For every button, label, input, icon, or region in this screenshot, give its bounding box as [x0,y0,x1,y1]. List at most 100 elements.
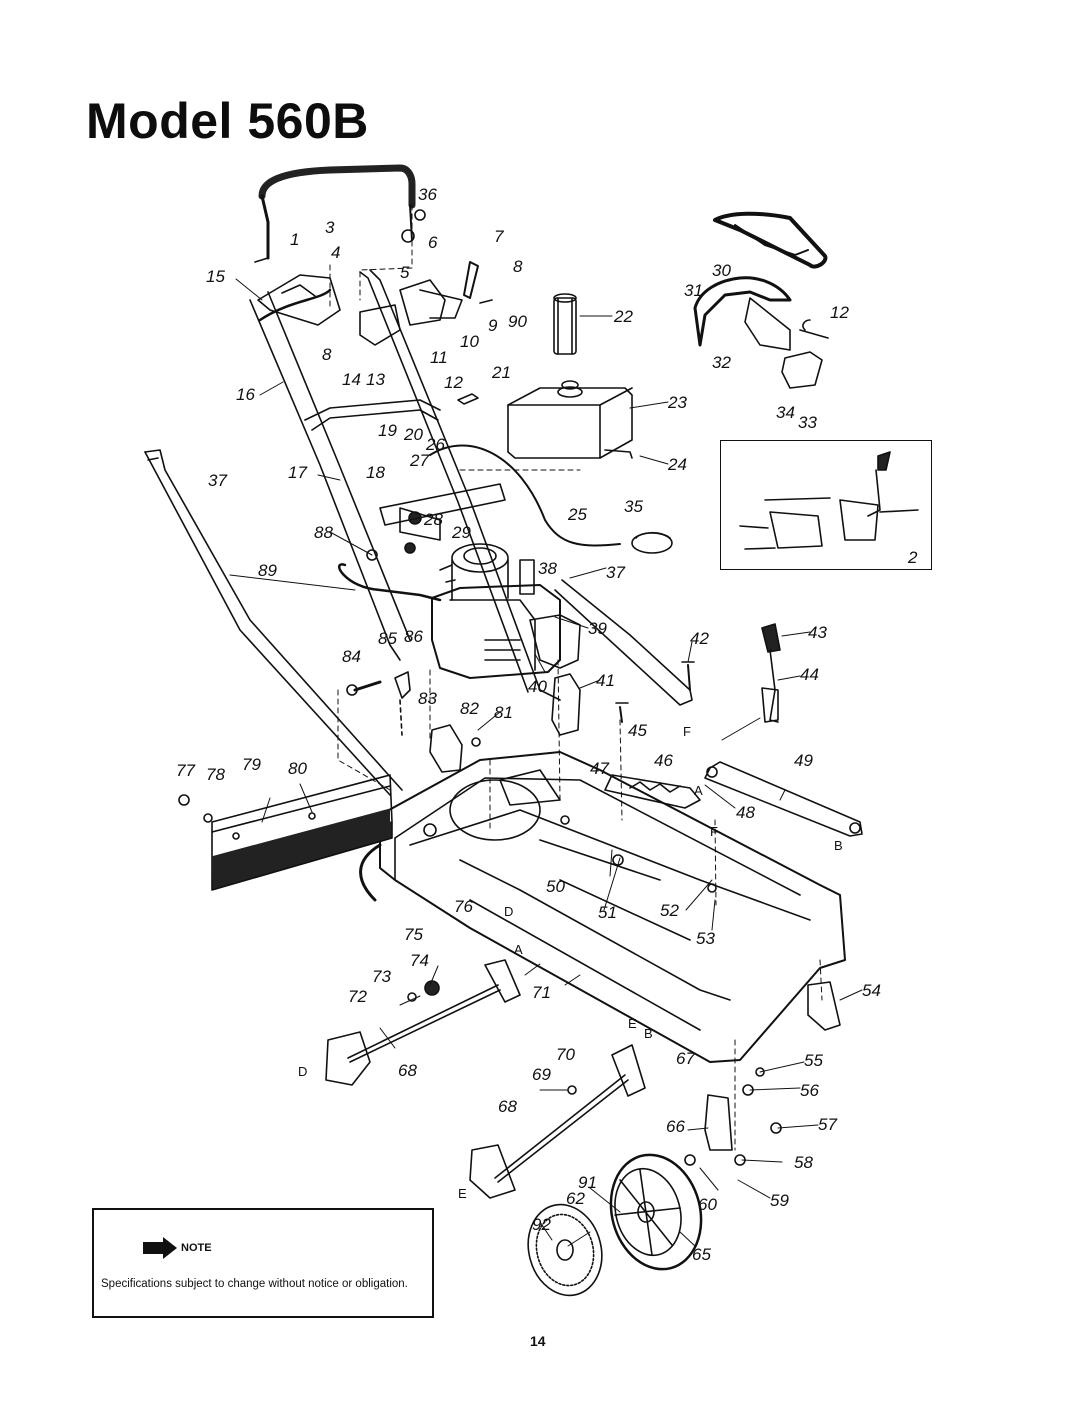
control-levers [359,209,493,405]
callout-23: 23 [667,393,687,412]
callout-8-left: 8 [322,345,332,364]
callout-81: 81 [494,703,513,722]
callout-59: 59 [770,1191,789,1210]
handle-upper [249,269,561,701]
callout-16: 16 [236,385,255,404]
callout-22: 22 [613,307,633,326]
callout-68-left: 68 [398,1061,417,1080]
page-number: 14 [530,1333,546,1349]
callout-62: 62 [566,1189,585,1208]
handle-lower-left [144,449,403,796]
callout-79: 79 [242,755,261,774]
callout-26: 26 [425,435,445,454]
callout-B-deck: B [644,1026,653,1041]
callout-47: 47 [590,759,609,778]
callout-7: 7 [494,227,504,246]
assembly-dashed-lines [329,204,823,1151]
callout-71: 71 [532,983,551,1002]
callout-21: 21 [491,363,511,382]
callout-53: 53 [696,929,715,948]
callout-35: 35 [624,497,643,516]
callout-80: 80 [288,759,307,778]
fuel-filter [553,293,577,355]
front-axle-left [325,959,521,1086]
handle-lower-right [554,579,693,706]
callout-34: 34 [776,403,795,422]
callout-45: 45 [628,721,647,740]
note-text: Specifications subject to change without… [101,1278,408,1290]
callout-70: 70 [556,1045,575,1064]
callout-4: 4 [331,243,340,262]
height-adjust-lever [761,623,781,723]
height-adjust-plate [604,774,701,809]
front-axle-right [469,1044,646,1199]
callout-75: 75 [404,925,423,944]
page-title: Model 560B [86,93,369,149]
callout-33: 33 [798,413,817,432]
upper-handle-grip [254,164,416,263]
callout-E-axle: E [458,1186,467,1201]
callout-60: 60 [698,1195,717,1214]
callout-11: 11 [430,348,448,367]
callout-39: 39 [588,619,607,638]
callout-78: 78 [206,765,225,784]
wheel [609,1153,703,1271]
callout-14: 14 [342,370,361,389]
callout-6: 6 [428,233,438,252]
callout-31: 31 [684,281,703,300]
callout-27: 27 [409,451,429,470]
control-cables [258,288,621,602]
callout-9: 9 [488,316,498,335]
callout-A-left: A [514,942,523,957]
callout-8-top: 8 [513,257,523,276]
callout-37-right: 37 [606,563,625,582]
fuel-tank [507,380,633,459]
grass-deflector-assembly [693,211,829,389]
callout-91: 91 [578,1173,597,1192]
callout-17: 17 [288,463,307,482]
callout-58: 58 [794,1153,813,1172]
note-header: NOTE [143,1237,212,1259]
callout-E-deck: E [628,1016,637,1031]
callout-1: 1 [290,230,299,249]
bolts [615,661,695,723]
note-label: NOTE [181,1242,212,1254]
callout-86: 86 [404,627,423,646]
callout-50: 50 [546,877,565,896]
air-cleaner [631,531,673,554]
inset-parts [739,451,919,550]
callout-67: 67 [676,1049,695,1068]
callout-D-axle: D [298,1064,307,1079]
callout-43: 43 [808,623,827,642]
callout-30: 30 [712,261,731,280]
callout-D-deck: D [504,904,513,919]
inset-label: 2 [908,548,918,567]
inset-detail-box [720,440,932,570]
callout-37-left: 37 [208,471,227,490]
callout-89: 89 [258,561,277,580]
callout-F-top: F [683,724,691,739]
callout-25: 25 [567,505,587,524]
rear-axle-bar [704,761,863,837]
callout-18: 18 [366,463,385,482]
callout-46: 46 [654,751,673,770]
callout-52: 52 [660,901,679,920]
callout-88: 88 [314,523,333,542]
note-box [92,1208,434,1318]
callout-A-right: A [694,783,703,798]
callout-90: 90 [508,312,527,331]
callout-73: 73 [372,967,391,986]
callout-F-deck: F [710,824,718,839]
callout-76: 76 [454,897,473,916]
callout-41: 41 [596,671,615,690]
hubcap [527,1203,603,1297]
callout-69: 69 [532,1065,551,1084]
callout-74: 74 [410,951,429,970]
callout-65: 65 [692,1245,711,1264]
callout-20: 20 [403,425,423,444]
callout-labels: 36 3 1 4 6 7 5 8 15 9 90 10 8 11 14 13 1… [176,185,881,1264]
callout-3: 3 [325,218,335,237]
callout-92: 92 [532,1215,551,1234]
callout-48: 48 [736,803,755,822]
